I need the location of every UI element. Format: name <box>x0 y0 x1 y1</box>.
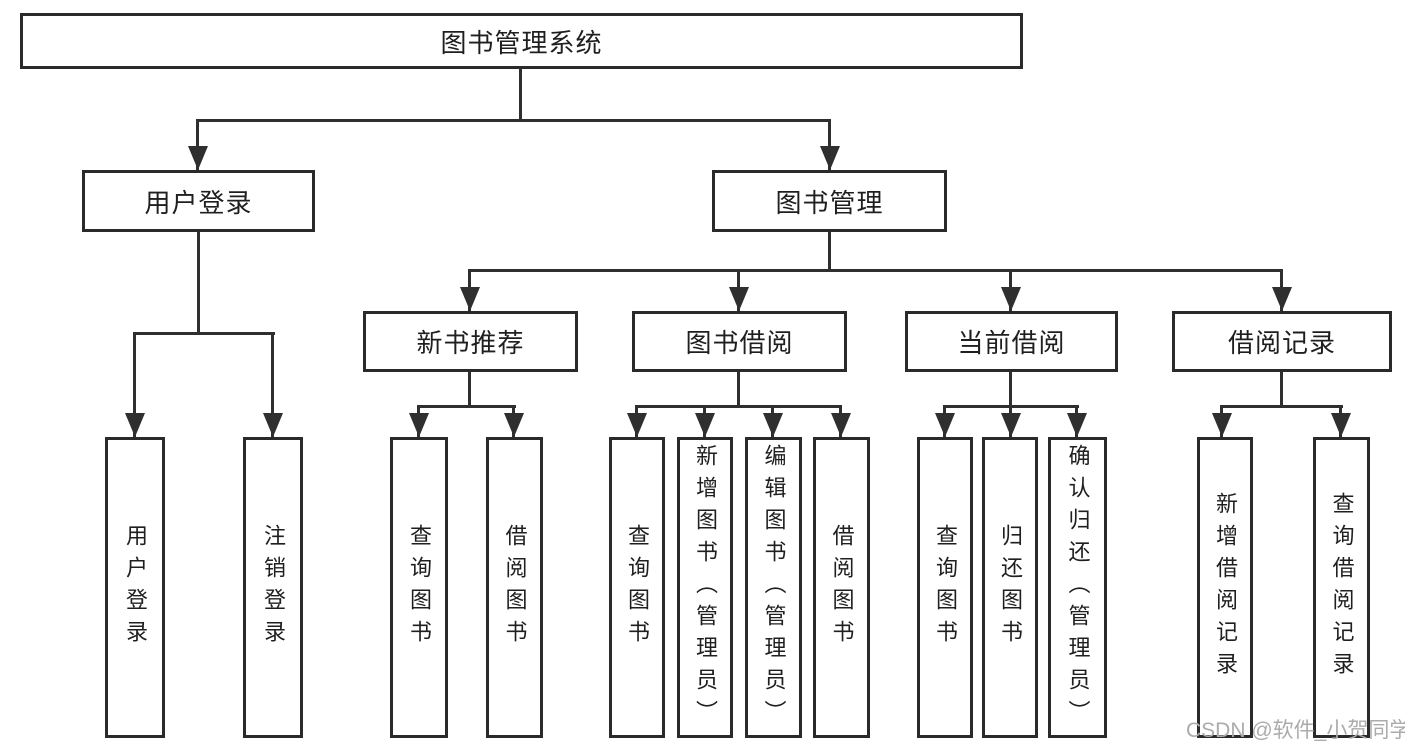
arrow-new-book-leaf-1 <box>417 405 420 437</box>
arrow-to-user-login <box>196 119 199 170</box>
node-label: 借阅记录 <box>1227 328 1336 358</box>
leaf-borrow-edit-books-admin: 编辑图书（管理员） <box>745 437 802 738</box>
leaf-label: 编辑图书（管理员） <box>761 443 787 732</box>
arrow-current-borrow-leaf-1 <box>943 405 946 437</box>
leaf-label: 查询图书 <box>933 523 958 652</box>
csdn-watermark: CSDN @软件_小贺同学 <box>1186 719 1405 742</box>
connector-book-mgmt-bar <box>469 269 1283 272</box>
arrow-current-borrow-leaf-3 <box>1075 405 1078 437</box>
arrow-book-borrow-leaf-1 <box>635 405 638 437</box>
connector-new-book-bar <box>418 405 516 408</box>
node-book-borrowing: 图书借阅 <box>632 311 847 372</box>
node-label: 图书管理 <box>775 187 884 218</box>
leaf-current-return-books: 归还图书 <box>982 437 1038 738</box>
node-label: 图书管理系统 <box>440 27 603 58</box>
node-borrowing-records: 借阅记录 <box>1172 311 1392 372</box>
leaf-records-query-record: 查询借阅记录 <box>1313 437 1370 738</box>
connector-borrow-records-stem <box>1280 372 1283 408</box>
connector-user-login-stem <box>197 232 200 335</box>
leaf-logout: 注销登录 <box>243 437 303 738</box>
node-new-book-recommendation: 新书推荐 <box>363 311 578 372</box>
arrow-book-borrow-leaf-2 <box>703 405 706 437</box>
connector-root-bar <box>197 119 831 122</box>
connector-new-book-stem <box>468 372 471 408</box>
arrow-current-borrow-leaf-2 <box>1009 405 1012 437</box>
leaf-newrec-query-books: 查询图书 <box>390 437 448 738</box>
arrow-new-book-leaf-2 <box>512 405 515 437</box>
connector-book-borrow-stem <box>737 372 740 408</box>
arrow-borrow-records-leaf-2 <box>1339 405 1342 437</box>
leaf-user-login: 用户登录 <box>105 437 165 738</box>
arrow-to-new-book-rec <box>468 269 471 311</box>
arrow-to-user-login-leaf <box>133 332 136 437</box>
arrow-borrow-records-leaf-1 <box>1220 405 1223 437</box>
connector-borrow-records-bar <box>1221 405 1343 408</box>
leaf-label: 确认归还（管理员） <box>1065 443 1091 732</box>
arrow-to-book-management <box>828 119 831 170</box>
node-label: 用户登录 <box>144 187 253 218</box>
node-label: 图书借阅 <box>685 328 794 358</box>
leaf-label: 用户登录 <box>123 523 148 652</box>
leaf-borrow-add-books-admin: 新增图书（管理员） <box>677 437 733 738</box>
arrow-to-book-borrow <box>737 269 740 311</box>
leaf-current-query-books: 查询图书 <box>917 437 973 738</box>
node-current-borrowing: 当前借阅 <box>905 311 1118 372</box>
arrow-to-logout-leaf <box>271 332 274 437</box>
leaf-label: 新增图书（管理员） <box>693 443 718 732</box>
leaf-label: 归还图书 <box>998 523 1023 652</box>
connector-book-borrow-bar <box>636 405 842 408</box>
leaf-label: 查询图书 <box>625 523 650 652</box>
node-label: 当前借阅 <box>957 328 1066 358</box>
leaf-label: 借阅图书 <box>502 523 528 652</box>
connector-book-mgmt-stem <box>828 232 831 272</box>
node-label: 新书推荐 <box>416 328 525 358</box>
connector-current-borrow-stem <box>1009 372 1012 408</box>
node-user-login: 用户登录 <box>82 170 315 232</box>
arrow-to-borrow-records <box>1280 269 1283 311</box>
leaf-borrow-query-books: 查询图书 <box>609 437 665 738</box>
node-book-management: 图书管理 <box>712 170 947 232</box>
leaf-records-add-record: 新增借阅记录 <box>1197 437 1253 738</box>
leaf-label: 查询图书 <box>407 523 432 652</box>
node-library-management-system: 图书管理系统 <box>20 13 1023 69</box>
connector-root-stem <box>519 68 522 121</box>
leaf-newrec-borrow-books: 借阅图书 <box>486 437 543 738</box>
arrow-book-borrow-leaf-4 <box>839 405 842 437</box>
leaf-label: 借阅图书 <box>829 523 855 652</box>
leaf-label: 注销登录 <box>261 523 286 652</box>
arrow-book-borrow-leaf-3 <box>771 405 774 437</box>
arrow-to-current-borrow <box>1009 269 1012 311</box>
leaf-borrow-borrow-books: 借阅图书 <box>813 437 870 738</box>
connector-user-login-bar <box>134 332 275 335</box>
leaf-current-confirm-return-admin: 确认归还（管理员） <box>1048 437 1107 738</box>
leaf-label: 新增借阅记录 <box>1213 491 1238 684</box>
leaf-label: 查询借阅记录 <box>1329 491 1355 684</box>
